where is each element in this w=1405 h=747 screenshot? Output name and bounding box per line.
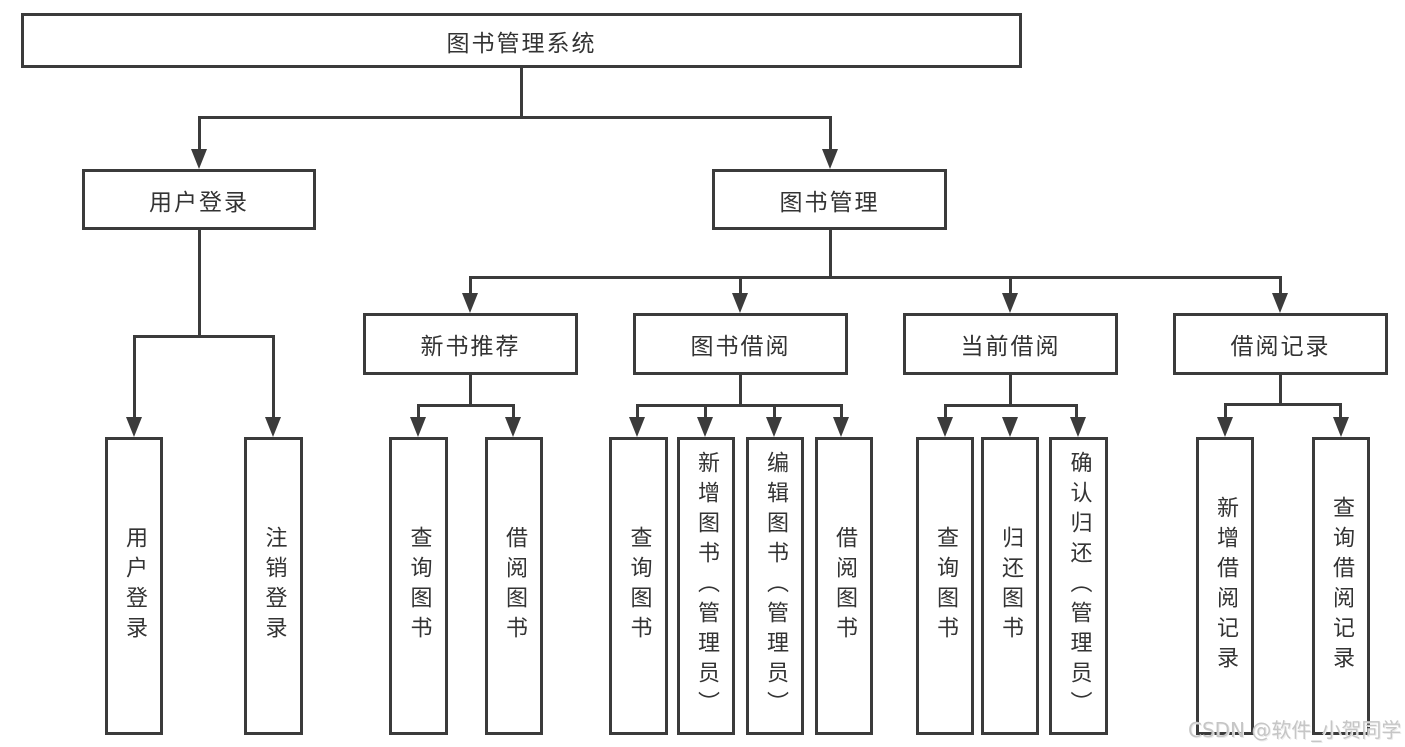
connector-line — [1009, 373, 1012, 407]
node-label: 编辑图书（管理员） — [763, 451, 788, 721]
connector-line — [133, 335, 136, 419]
connector-line — [829, 116, 832, 152]
connector-line — [840, 404, 843, 420]
arrowhead-icon — [1333, 417, 1349, 437]
arrowhead-icon — [766, 417, 782, 437]
arrowhead-icon — [697, 417, 713, 437]
connector-line — [272, 335, 275, 419]
leaf-query-books-3: 查询图书 — [916, 437, 974, 735]
node-label: 当前借阅 — [960, 334, 1061, 360]
connector-line — [1224, 403, 1227, 420]
connector-line — [1009, 276, 1012, 298]
node-label: 注销登录 — [261, 526, 287, 646]
node-new-book-recommendation: 新书推荐 — [363, 313, 578, 375]
connector-line — [704, 404, 707, 420]
node-root-book-management-system: 图书管理系统 — [21, 13, 1022, 68]
connector-line — [133, 335, 275, 338]
node-current-borrowing: 当前借阅 — [903, 313, 1118, 375]
node-label: 图书管理 — [779, 189, 880, 216]
node-label: 归还图书 — [998, 526, 1023, 646]
leaf-query-books-2: 查询图书 — [609, 437, 668, 735]
node-book-management: 图书管理 — [712, 169, 947, 230]
arrowhead-icon — [410, 417, 426, 437]
connector-line — [1339, 403, 1342, 420]
arrowhead-icon — [1272, 293, 1288, 313]
connector-line — [469, 276, 472, 298]
arrowhead-icon — [833, 417, 849, 437]
connector-line — [1075, 404, 1078, 420]
leaf-edit-book-admin: 编辑图书（管理员） — [746, 437, 804, 735]
connector-line — [417, 404, 420, 420]
node-label: 查询图书 — [626, 526, 652, 646]
arrowhead-icon — [265, 417, 281, 437]
node-label: 借阅图书 — [832, 526, 857, 646]
node-borrowing-records: 借阅记录 — [1173, 313, 1388, 375]
node-label: 用户登录 — [149, 189, 249, 216]
node-book-borrowing: 图书借阅 — [633, 313, 848, 375]
node-label: 图书借阅 — [690, 334, 791, 360]
csdn-watermark: CSDN @软件_小贺同学 — [1188, 718, 1402, 742]
node-label: 图书管理系统 — [446, 30, 597, 57]
arrowhead-icon — [462, 293, 478, 313]
arrowhead-icon — [937, 417, 953, 437]
connector-line — [520, 66, 523, 119]
leaf-borrow-books-1: 借阅图书 — [485, 437, 543, 735]
arrowhead-icon — [505, 417, 521, 437]
connector-line — [469, 373, 472, 407]
node-label: 查询图书 — [406, 526, 432, 646]
connector-line — [739, 276, 742, 298]
leaf-confirm-return-admin: 确认归还（管理员） — [1049, 437, 1108, 735]
connector-line — [636, 404, 639, 420]
arrowhead-icon — [1002, 293, 1018, 313]
leaf-user-login: 用户登录 — [105, 437, 163, 735]
leaf-query-books-1: 查询图书 — [389, 437, 448, 735]
node-user-login: 用户登录 — [82, 169, 316, 230]
node-label: 确认归还（管理员） — [1066, 451, 1092, 721]
leaf-add-book-admin: 新增图书（管理员） — [677, 437, 735, 735]
node-label: 借阅记录 — [1230, 334, 1331, 360]
arrowhead-icon — [1217, 417, 1233, 437]
arrowhead-icon — [126, 417, 142, 437]
connector-line — [198, 116, 201, 152]
leaf-logout: 注销登录 — [244, 437, 303, 735]
arrowhead-icon — [629, 417, 645, 437]
connector-line — [512, 404, 515, 420]
connector-line — [944, 404, 947, 420]
connector-line — [829, 228, 832, 279]
connector-line — [198, 228, 201, 338]
node-label: 查询借阅记录 — [1329, 496, 1354, 676]
node-label: 用户登录 — [122, 526, 147, 646]
connector-line — [1279, 373, 1282, 406]
connector-line — [739, 373, 742, 407]
node-label: 新增借阅记录 — [1213, 496, 1238, 676]
connector-line — [417, 404, 515, 407]
arrowhead-icon — [732, 293, 748, 313]
connector-line — [944, 404, 1078, 407]
arrowhead-icon — [1002, 417, 1018, 437]
node-label: 借阅图书 — [502, 526, 527, 646]
node-label: 查询图书 — [933, 526, 958, 646]
connector-line — [198, 116, 832, 119]
connector-line — [773, 404, 776, 420]
node-label: 新书推荐 — [420, 334, 521, 360]
connector-line — [1224, 403, 1342, 406]
leaf-borrow-books-2: 借阅图书 — [815, 437, 873, 735]
connector-line — [636, 404, 843, 407]
leaf-query-borrow-record: 查询借阅记录 — [1312, 437, 1370, 735]
arrowhead-icon — [191, 149, 207, 169]
arrowhead-icon — [822, 149, 838, 169]
connector-line — [1279, 276, 1282, 298]
leaf-return-books: 归还图书 — [981, 437, 1039, 735]
node-label: 新增图书（管理员） — [694, 451, 719, 721]
connector-line — [469, 276, 1282, 279]
arrowhead-icon — [1070, 417, 1086, 437]
leaf-add-borrow-record: 新增借阅记录 — [1196, 437, 1254, 735]
